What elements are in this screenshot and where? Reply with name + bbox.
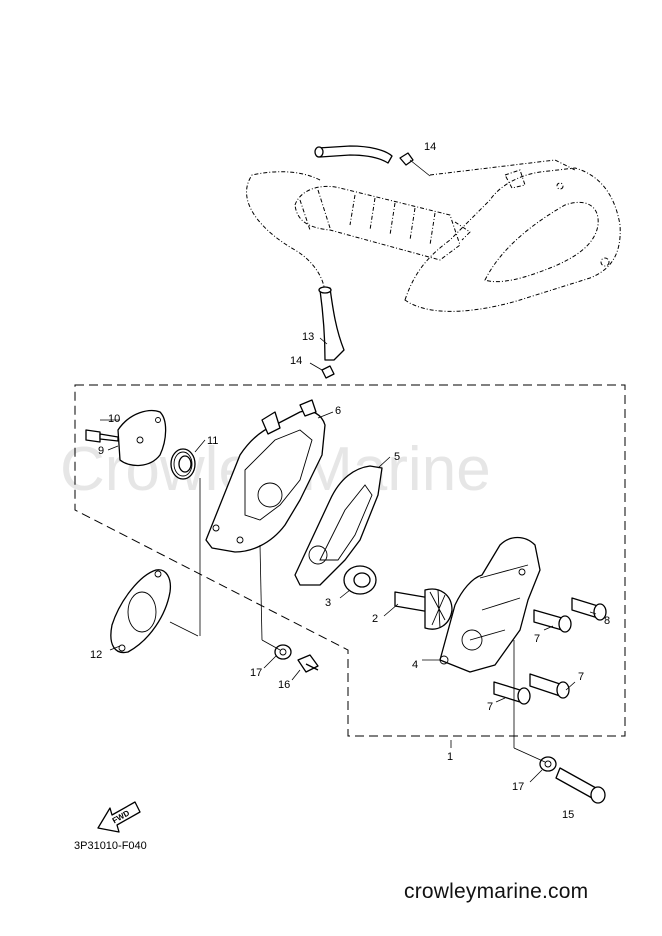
callout-4: 4 bbox=[412, 659, 418, 671]
washer-17-left bbox=[274, 644, 292, 660]
bearing-3 bbox=[343, 565, 377, 595]
callout-17-left: 17 bbox=[250, 667, 262, 679]
leader-lines bbox=[100, 337, 597, 783]
callouts: 14 13 14 10 9 11 6 5 3 2 4 7 8 7 7 12 17… bbox=[90, 141, 610, 821]
engine-housing-outline bbox=[246, 159, 621, 312]
callout-2: 2 bbox=[372, 613, 378, 625]
bearing-11 bbox=[170, 448, 196, 480]
callout-16: 16 bbox=[278, 679, 290, 691]
callout-15: 15 bbox=[562, 809, 574, 821]
pump-cover-4 bbox=[439, 536, 541, 673]
plate-9 bbox=[117, 409, 167, 467]
callout-7-upper: 7 bbox=[534, 633, 540, 645]
hose-clamp-14 bbox=[321, 365, 335, 379]
callout-10: 10 bbox=[108, 413, 120, 425]
assembly-boundary-1 bbox=[74, 384, 626, 737]
callout-7-right: 7 bbox=[578, 671, 584, 683]
gasket-12 bbox=[110, 569, 172, 654]
gasket-5 bbox=[294, 465, 383, 586]
bolt-7-upper bbox=[533, 609, 572, 633]
bolt-16 bbox=[297, 654, 319, 673]
hose-clamp-14-top bbox=[399, 152, 431, 177]
callout-8: 8 bbox=[604, 615, 610, 627]
bolt-10 bbox=[85, 429, 119, 443]
callout-14-top: 14 bbox=[424, 141, 436, 153]
washer-17-right bbox=[539, 756, 557, 772]
hose-13-upper bbox=[314, 145, 393, 164]
callout-13: 13 bbox=[302, 331, 314, 343]
callout-9: 9 bbox=[98, 445, 104, 457]
callout-14: 14 bbox=[290, 355, 302, 367]
callout-11: 11 bbox=[207, 435, 218, 447]
impeller-shaft-2 bbox=[394, 588, 453, 630]
bolt-8 bbox=[571, 597, 607, 621]
fwd-arrow-icon: FWD bbox=[97, 801, 141, 833]
website-label: crowleymarine.com bbox=[404, 880, 589, 903]
bolt-7-lower bbox=[493, 681, 531, 705]
bolt-7-right bbox=[529, 673, 570, 699]
callout-6: 6 bbox=[335, 405, 341, 417]
callout-12: 12 bbox=[90, 649, 102, 661]
callout-17-right: 17 bbox=[512, 781, 524, 793]
callout-7-lower: 7 bbox=[487, 701, 493, 713]
diagram-code: 3P31010-F040 bbox=[74, 840, 147, 852]
callout-3: 3 bbox=[325, 597, 331, 609]
callout-5: 5 bbox=[394, 451, 400, 463]
callout-1: 1 bbox=[447, 751, 453, 763]
bolt-15 bbox=[555, 767, 606, 804]
hose-13 bbox=[318, 286, 345, 361]
